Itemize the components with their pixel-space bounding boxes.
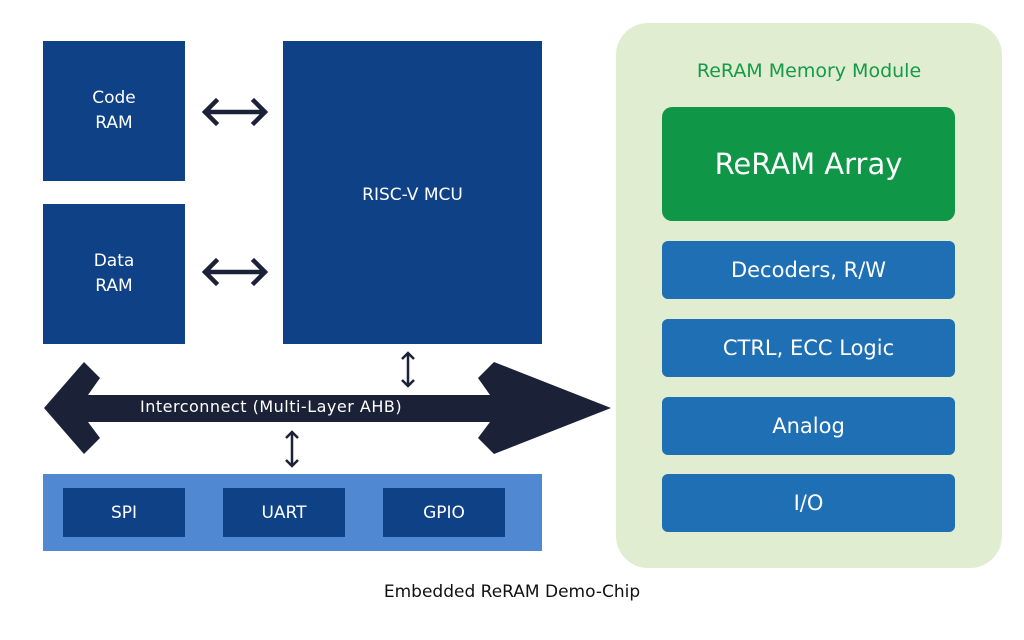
mcu-label: RISC-V MCU [362, 185, 463, 205]
decoders-label: Decoders, R/W [730, 258, 887, 282]
code-ram-mcu-arrow-icon [201, 97, 269, 127]
gpio-label: GPIO [423, 502, 465, 523]
analog-block: Analog [662, 397, 955, 455]
spi-block: SPI [63, 488, 185, 537]
code-ram-label-line1: Code [92, 88, 136, 108]
ctrl-ecc-label: CTRL, ECC Logic [722, 336, 895, 360]
uart-block: UART [223, 488, 345, 537]
reram-module-title: ReRAM Memory Module [696, 60, 922, 82]
analog-label: Analog [772, 414, 845, 438]
reram-array-label: ReRAM Array [714, 147, 903, 181]
data-ram-label-line2: RAM [95, 276, 133, 296]
gpio-block: GPIO [383, 488, 505, 537]
uart-label: UART [261, 502, 307, 523]
mcu-bus-arrow-icon [401, 351, 415, 388]
interconnect-label: Interconnect (Multi-Layer AHB) [140, 397, 403, 416]
data-ram-block: Data RAM [43, 204, 185, 344]
spi-label: SPI [110, 502, 138, 523]
reram-array-block: ReRAM Array [662, 107, 955, 221]
bus-peripheral-arrow-icon [285, 430, 299, 468]
io-block: I/O [662, 474, 955, 532]
data-ram-label-line1: Data [93, 251, 135, 271]
diagram-caption: Embedded ReRAM Demo-Chip [383, 582, 641, 602]
mcu-block: RISC-V MCU [283, 41, 542, 344]
data-ram-mcu-arrow-icon [201, 257, 269, 287]
decoders-block: Decoders, R/W [662, 241, 955, 299]
io-label: I/O [793, 491, 824, 515]
ctrl-ecc-block: CTRL, ECC Logic [662, 319, 955, 377]
interconnect-bus-arrow-icon [44, 362, 611, 454]
code-ram-label-line2: RAM [95, 113, 133, 133]
code-ram-block: Code RAM [43, 41, 185, 181]
